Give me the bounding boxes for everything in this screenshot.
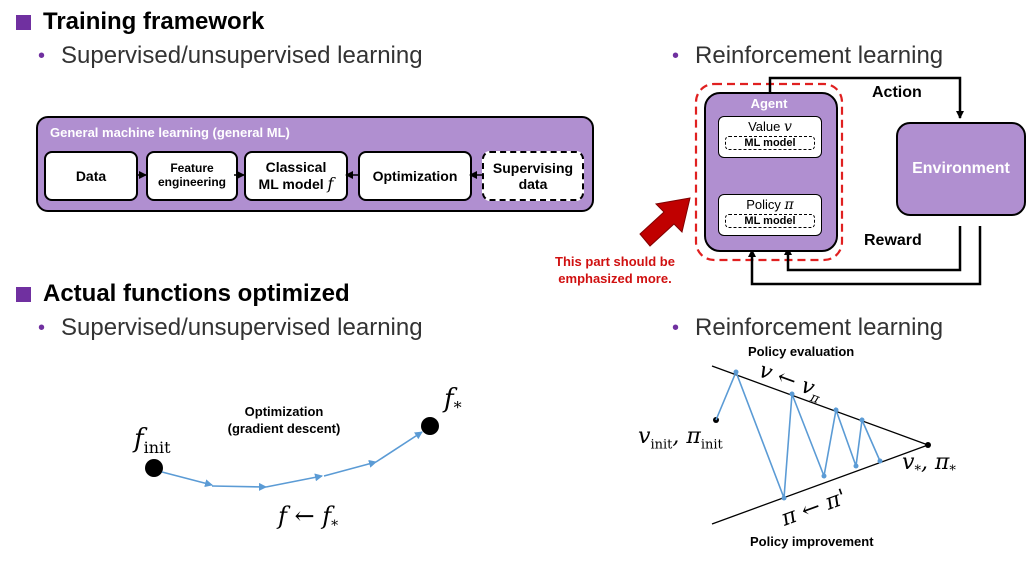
data-box: Data [44, 151, 138, 201]
optimum-point [925, 442, 931, 448]
agent-label: Agent [750, 96, 788, 111]
bullet-text: Reinforcement learning [695, 42, 944, 69]
init-v: v [638, 424, 651, 449]
supervising-label-1: Supervising [492, 159, 574, 176]
bullet-square-icon [16, 14, 31, 30]
action-label: Action [872, 84, 922, 101]
f-init-sub: init [143, 438, 171, 458]
emphasis-note-line-1: This part should be [555, 254, 675, 269]
f-star-sub: * [453, 398, 462, 418]
gd-step-5 [375, 431, 423, 463]
gd-step-3 [265, 473, 323, 488]
value-box: Value v ML model [718, 116, 822, 158]
value-label: Value [748, 119, 781, 134]
optimization-box: Optimization [358, 151, 472, 201]
f-star-f: f [444, 384, 454, 414]
reward-arrow-inner [784, 226, 962, 272]
optimization-caption-1: Optimization [244, 404, 324, 419]
policy-iteration-markers [733, 369, 883, 501]
optimization-caption: Optimization (gradient descent) [214, 404, 354, 438]
optimization-label: Optimization [372, 167, 458, 184]
bullet-text: Reinforcement learning [695, 314, 944, 341]
policy-title: Policy π [719, 197, 821, 213]
bullet-dot-icon: • [38, 44, 46, 67]
classical-label-text: ML model [258, 175, 324, 192]
gd-step-1 [161, 471, 213, 488]
action-arrow [768, 76, 964, 119]
bullet-rl-2: • Reinforcement learning [672, 314, 943, 342]
bullet-text: Supervised/unsupervised learning [61, 314, 423, 341]
training-framework-heading: Training framework [16, 8, 264, 36]
star-pi: , π [920, 450, 950, 475]
policy-symbol: π [784, 197, 794, 213]
star-pi-sub: * [949, 463, 956, 479]
star-v: v [902, 450, 915, 475]
policy-ml-model: ML model [725, 214, 815, 228]
bullet-rl-1: • Reinforcement learning [672, 42, 943, 70]
init-pi: , π [672, 424, 701, 449]
feature-label-2: engineering [157, 175, 226, 189]
value-title: Value v [719, 119, 821, 135]
bullet-dot-icon: • [672, 316, 680, 339]
emphasis-note: This part should be emphasized more. [540, 254, 690, 288]
classical-label-2: ML model f [258, 173, 334, 193]
red-emphasis-arrow-icon [639, 197, 691, 247]
policy-label: Policy [746, 197, 781, 212]
value-ml-model: ML model [725, 136, 815, 150]
general-ml-title: General machine learning (general ML) [50, 125, 290, 140]
feature-engineering-box: Feature engineering [146, 151, 238, 201]
environment-box: Environment [896, 122, 1026, 216]
f-init-f: f [134, 424, 144, 454]
classical-label-1: Classical [265, 158, 327, 175]
f-init-label: finit [134, 424, 171, 457]
f-star-point [421, 417, 439, 435]
init-label: vinit, πinit [638, 424, 723, 452]
f-init-point [145, 459, 163, 477]
f-update-sub: * [331, 517, 339, 534]
bullet-dot-icon: • [38, 316, 46, 339]
bullet-supervised-2: • Supervised/unsupervised learning [38, 314, 423, 342]
bullet-dot-icon: • [672, 44, 680, 67]
gd-step-4 [323, 459, 377, 477]
environment-label: Environment [912, 160, 1010, 177]
f-symbol: f [327, 173, 334, 193]
improvement-line [711, 444, 929, 525]
reward-arrow-outer [748, 226, 982, 286]
bullet-square-icon [16, 286, 31, 302]
evaluation-line [711, 365, 929, 446]
f-star-label: f* [444, 384, 462, 417]
policy-box: Policy π ML model [718, 194, 822, 236]
bullet-supervised-1: • Supervised/unsupervised learning [38, 42, 423, 70]
functions-optimized-heading: Actual functions optimized [16, 280, 350, 308]
gd-step-2 [211, 482, 267, 491]
policy-improvement-label: Policy improvement [750, 534, 874, 549]
bullet-text: Supervised/unsupervised learning [61, 42, 423, 69]
optimum-label: v*, π* [902, 450, 956, 478]
supervising-data-box: Supervising data [482, 151, 584, 201]
supervising-label-2: data [518, 176, 548, 192]
policy-evaluation-label: Policy evaluation [748, 344, 855, 359]
reward-label: Reward [864, 232, 922, 249]
init-v-sub: init [650, 437, 673, 453]
heading-text: Training framework [43, 8, 265, 35]
f-update-text: f ← f [278, 502, 332, 530]
star-v-sub: * [914, 463, 921, 479]
data-label: Data [75, 167, 107, 184]
optimization-caption-2: (gradient descent) [227, 420, 341, 436]
f-update-label: f ← f* [278, 502, 338, 534]
classical-ml-model-box: Classical ML model f [244, 151, 348, 201]
init-pi-sub: init [700, 437, 723, 453]
heading-text: Actual functions optimized [43, 280, 350, 307]
feature-label-1: Feature [170, 161, 214, 176]
value-symbol: v [784, 119, 792, 135]
emphasis-note-line-2: emphasized more. [558, 270, 672, 286]
